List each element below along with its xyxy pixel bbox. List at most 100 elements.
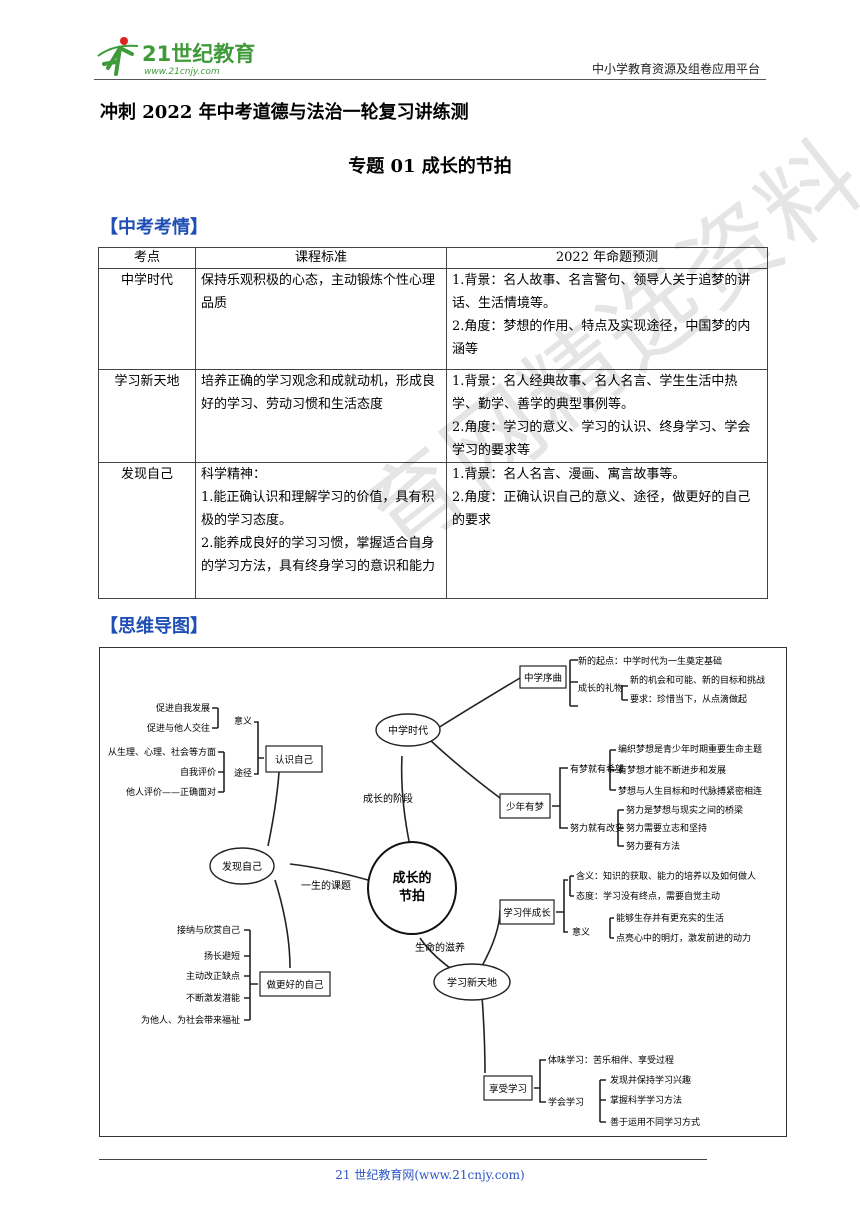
bracket: [569, 875, 574, 897]
footer-divider: [99, 1159, 707, 1160]
branch-label: 成长的阶段: [363, 792, 413, 805]
table-row: 中学时代 保持乐观积极的心态，主动锻炼个性心理品质 1.背景：名人故事、名言警句…: [98, 268, 768, 370]
leaf-text: 体味学习：苦乐相伴、享受过程: [548, 1054, 674, 1066]
leaf-text: 途径: [234, 767, 252, 779]
connector: [419, 937, 451, 969]
column-header: 课程标准: [195, 247, 447, 269]
bracket: [556, 879, 568, 933]
standard-line: 科学精神：: [201, 467, 267, 482]
document-subtitle: 专题 01 成长的节拍: [348, 156, 512, 177]
connector: [429, 739, 501, 799]
forecast-line: 1.背景：名人名言、漫画、寓言故事等。: [452, 467, 686, 482]
course-standard: 培养正确的学习观念和成就动机，形成良好的学习、劳动习惯和生活态度: [195, 369, 447, 463]
center-node: [367, 841, 457, 935]
bracket: [552, 767, 568, 829]
center-label: 成长的: [392, 870, 431, 886]
header-divider: [94, 79, 766, 80]
node-label: 做更好的自己: [266, 979, 324, 991]
forecast: 1.背景：名人经典故事、名人名言、学生生活中热学、勤学、善学的典型事例等。 2.…: [446, 369, 768, 463]
leaf-text: 掌握科学学习方法: [610, 1094, 682, 1106]
bracket: [212, 707, 219, 729]
mind-map-canvas: 成长的 节拍 成长的阶段 一生的课题 生命的滋养 中学时代 发现自己 学习新天地…: [108, 655, 765, 1128]
site-logo: 21世纪教育 www.21cnjy.com: [97, 37, 255, 77]
exam-analysis-table: 考点 课程标准 2022 年命题预测 中学时代 保持乐观积极的心态，主动锻炼个性…: [98, 247, 768, 599]
leaf-text: 他人评价——正确面对: [126, 786, 216, 798]
leaf-text: 主动改正缺点: [186, 970, 240, 982]
node-xuexi: [433, 963, 511, 1001]
node-renshi: [265, 745, 323, 773]
forecast: 1.背景：名人故事、名言警句、领导人关于追梦的讲话、生活情境等。 2.角度：梦想…: [446, 268, 768, 370]
leaf-text: 编织梦想是青少年时期重要生命主题: [618, 743, 762, 755]
connector: [274, 879, 291, 969]
document-title: 冲刺 2022 年中考道德与法治一轮复习讲练测: [100, 102, 469, 123]
exam-point: 发现自己: [98, 462, 196, 599]
leaf-text: 善于运用不同学习方式: [610, 1116, 700, 1128]
node-faxian: [209, 847, 275, 885]
connector: [289, 863, 369, 881]
leaf-text: 成长的礼物: [578, 682, 623, 694]
connector: [481, 995, 486, 1074]
forecast-line: 1.背景：名人经典故事、名人名言、学生生活中热学、勤学、善学的典型事例等。: [452, 374, 738, 412]
leaf-text: 自我评价: [180, 766, 216, 778]
connector: [481, 909, 501, 967]
leaf-text: 扬长避短: [204, 950, 240, 962]
connector: [400, 755, 411, 847]
column-header: 考点: [98, 247, 196, 269]
node-xiang: [483, 1075, 533, 1101]
node-label: 学习新天地: [447, 976, 497, 989]
leaf-text: 促进与他人交往: [147, 722, 210, 734]
leaf-text: 努力就有改变: [570, 822, 624, 834]
leaf-text: 要求：珍惜当下，从点滴做起: [630, 693, 747, 705]
bracket: [609, 749, 616, 791]
bracket: [617, 809, 624, 847]
leaf-text: 努力要有方法: [626, 840, 680, 852]
leaf-text: 点亮心中的明灯，激发前进的动力: [616, 932, 751, 944]
leaf-text: 梦想与人生目标和时代脉搏紧密相连: [618, 785, 762, 797]
leaf-text: 学会学习: [548, 1096, 584, 1108]
center-label: 节拍: [399, 888, 425, 904]
logo-url: www.21cnjy.com: [144, 67, 220, 77]
bracket: [569, 659, 578, 707]
leaf-text: 促进自我发展: [156, 702, 210, 714]
leaf-text: 含义：知识的获取、能力的培养以及如何做人: [576, 870, 756, 882]
leaf-text: 接纳与欣赏自己: [177, 924, 240, 936]
platform-name: 中小学教育资源及组卷应用平台: [591, 62, 760, 76]
bracket: [599, 1079, 606, 1123]
node-ban: [499, 899, 555, 925]
node-label: 享受学习: [489, 1083, 527, 1095]
logo-text: 21世纪教育: [142, 42, 255, 66]
node-zhongxue: [375, 713, 441, 747]
runner-icon: [97, 37, 139, 76]
node-xuqu: [519, 665, 567, 689]
table-header-row: 考点 课程标准 2022 年命题预测: [98, 247, 768, 269]
course-standard: 保持乐观积极的心态，主动锻炼个性心理品质: [195, 268, 447, 370]
leaf-text: 为他人、为社会带来福祉: [141, 1014, 240, 1026]
node-label: 少年有梦: [506, 801, 545, 813]
section-heading-exam: 【中考考情】: [100, 217, 208, 238]
forecast-line: 2.角度：梦想的作用、特点及实现途径，中国梦的内涵等: [452, 319, 751, 357]
standard-line: 培养正确的学习观念和成就动机，形成良好的学习、劳动习惯和生活态度: [201, 374, 436, 412]
leaf-text: 发现并保持学习兴趣: [610, 1074, 691, 1086]
node-label: 中学时代: [388, 724, 428, 737]
leaf-text: 有梦就有希望: [570, 763, 624, 775]
bracket: [609, 917, 614, 939]
leaf-text: 能够生存并有更充实的生活: [616, 912, 724, 924]
bracket: [534, 1059, 546, 1103]
leaf-text: 新的机会和可能、新的目标和挑战: [630, 674, 765, 686]
mind-map: 成长的 节拍 成长的阶段 一生的课题 生命的滋养 中学时代 发现自己 学习新天地…: [99, 647, 787, 1137]
page-header: 21世纪教育 www.21cnjy.com 中小学教育资源及组卷应用平台: [94, 28, 766, 80]
leaf-text: 新的起点：中学时代为一生奠定基础: [578, 655, 722, 667]
node-gengh: [259, 971, 331, 997]
leaf-text: 态度：学习没有终点，需要自觉主动: [576, 890, 720, 902]
forecast-line: 1.背景：名人故事、名言警句、领导人关于追梦的讲话、生活情境等。: [452, 273, 751, 311]
exam-point: 中学时代: [98, 268, 196, 370]
exam-point: 学习新天地: [98, 369, 196, 463]
node-label: 发现自己: [222, 860, 262, 873]
bracket: [254, 721, 264, 775]
leaf-text: 意义: [234, 715, 252, 727]
forecast-line: 2.角度：正确认识自己的意义、途径，做更好的自己的要求: [452, 490, 751, 528]
leaf-text: 努力是梦想与现实之间的桥梁: [626, 804, 743, 816]
standard-line: 2.能养成良好的学习习惯，掌握适合自身的学习方法，具有终身学习的意识和能力: [201, 536, 436, 574]
branch-label: 生命的滋养: [415, 941, 465, 954]
bracket: [621, 685, 628, 701]
